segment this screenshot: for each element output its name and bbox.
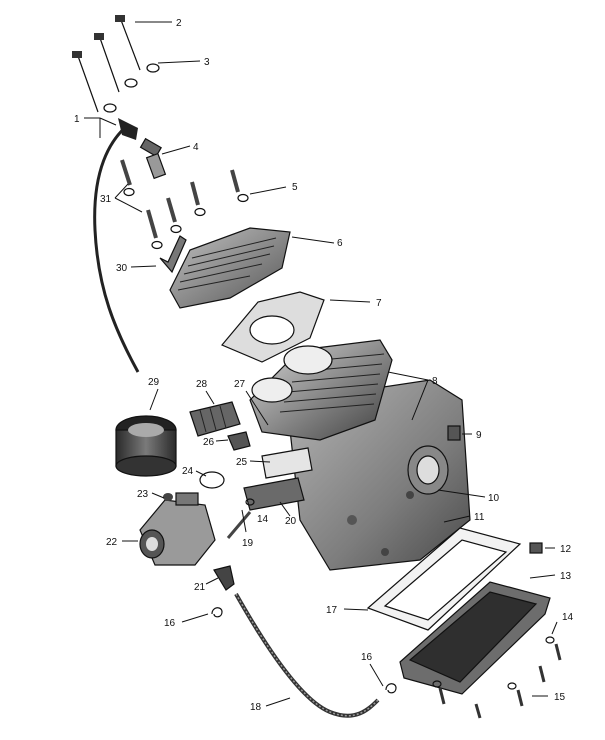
- callout-28: 28: [196, 379, 208, 390]
- callout-31: 31: [100, 194, 112, 205]
- elbow-fitting: [227, 431, 251, 451]
- spark-plug-cable: [93, 118, 140, 373]
- intake-pipe: [189, 401, 241, 437]
- callout-7: 7: [376, 298, 382, 309]
- callout-25: 25: [236, 457, 248, 468]
- callout-16-left: 16: [164, 618, 176, 629]
- fuel-elbow: [213, 565, 235, 591]
- carburetor: [139, 492, 216, 566]
- head-gasket: [221, 291, 325, 363]
- callout-14-lower: 14: [562, 612, 574, 623]
- callout-6: 6: [337, 238, 343, 249]
- air-cleaner: [115, 415, 177, 477]
- lifting-bracket: [159, 235, 187, 274]
- oil-pan: [399, 581, 551, 695]
- callout-labels: 1 2 3 4 5 6 7 8 9 10 11 12 13 14 14 15 1…: [74, 18, 574, 713]
- callout-9: 9: [476, 430, 482, 441]
- leader-lines: [84, 21, 558, 707]
- callout-20: 20: [285, 516, 297, 527]
- fuel-line: [234, 593, 380, 718]
- oil-pan-gasket: [366, 527, 522, 631]
- callout-22: 22: [106, 537, 118, 548]
- callout-19: 19: [242, 538, 254, 549]
- callout-16-right: 16: [361, 652, 373, 663]
- callout-10: 10: [488, 493, 500, 504]
- oil-pan-screws: [438, 643, 562, 719]
- intake-spacer: [243, 477, 305, 511]
- spark-plug: [139, 137, 167, 180]
- callout-21: 21: [194, 582, 206, 593]
- carburetor-stud: [226, 511, 252, 539]
- bolt-washers: [103, 63, 160, 113]
- carburetor-gasket: [199, 471, 225, 489]
- drain-plug: [529, 542, 543, 554]
- callout-17: 17: [326, 605, 338, 616]
- pipe-plug: [447, 425, 461, 441]
- callout-15: 15: [554, 692, 566, 703]
- callout-29: 29: [148, 377, 160, 388]
- hose-clamp-lower: [385, 683, 397, 694]
- callout-30: 30: [116, 263, 128, 274]
- oil-pan-washers: [432, 636, 555, 690]
- callout-4: 4: [193, 142, 199, 153]
- cylinder-head: [169, 227, 291, 309]
- carburetor-screw: [163, 493, 173, 501]
- callout-14-upper: 14: [257, 514, 269, 525]
- callout-26: 26: [203, 437, 215, 448]
- callout-27: 27: [234, 379, 246, 390]
- lock-washer-upper: [245, 498, 255, 506]
- callout-1: 1: [74, 114, 80, 125]
- callout-5: 5: [292, 182, 298, 193]
- callout-8: 8: [432, 376, 438, 387]
- engine-block: [249, 339, 471, 571]
- head-cap-screws: [120, 159, 249, 250]
- callout-3: 3: [204, 57, 210, 68]
- intake-gasket: [261, 447, 313, 479]
- callout-23: 23: [137, 489, 149, 500]
- callout-18: 18: [250, 702, 262, 713]
- callout-13: 13: [560, 571, 572, 582]
- hose-clamp-upper: [211, 607, 223, 618]
- cylinder-head-bolts: [72, 15, 141, 113]
- callout-11: 11: [474, 512, 485, 523]
- callout-12: 12: [560, 544, 572, 555]
- callout-2: 2: [176, 18, 182, 29]
- callout-24: 24: [182, 466, 194, 477]
